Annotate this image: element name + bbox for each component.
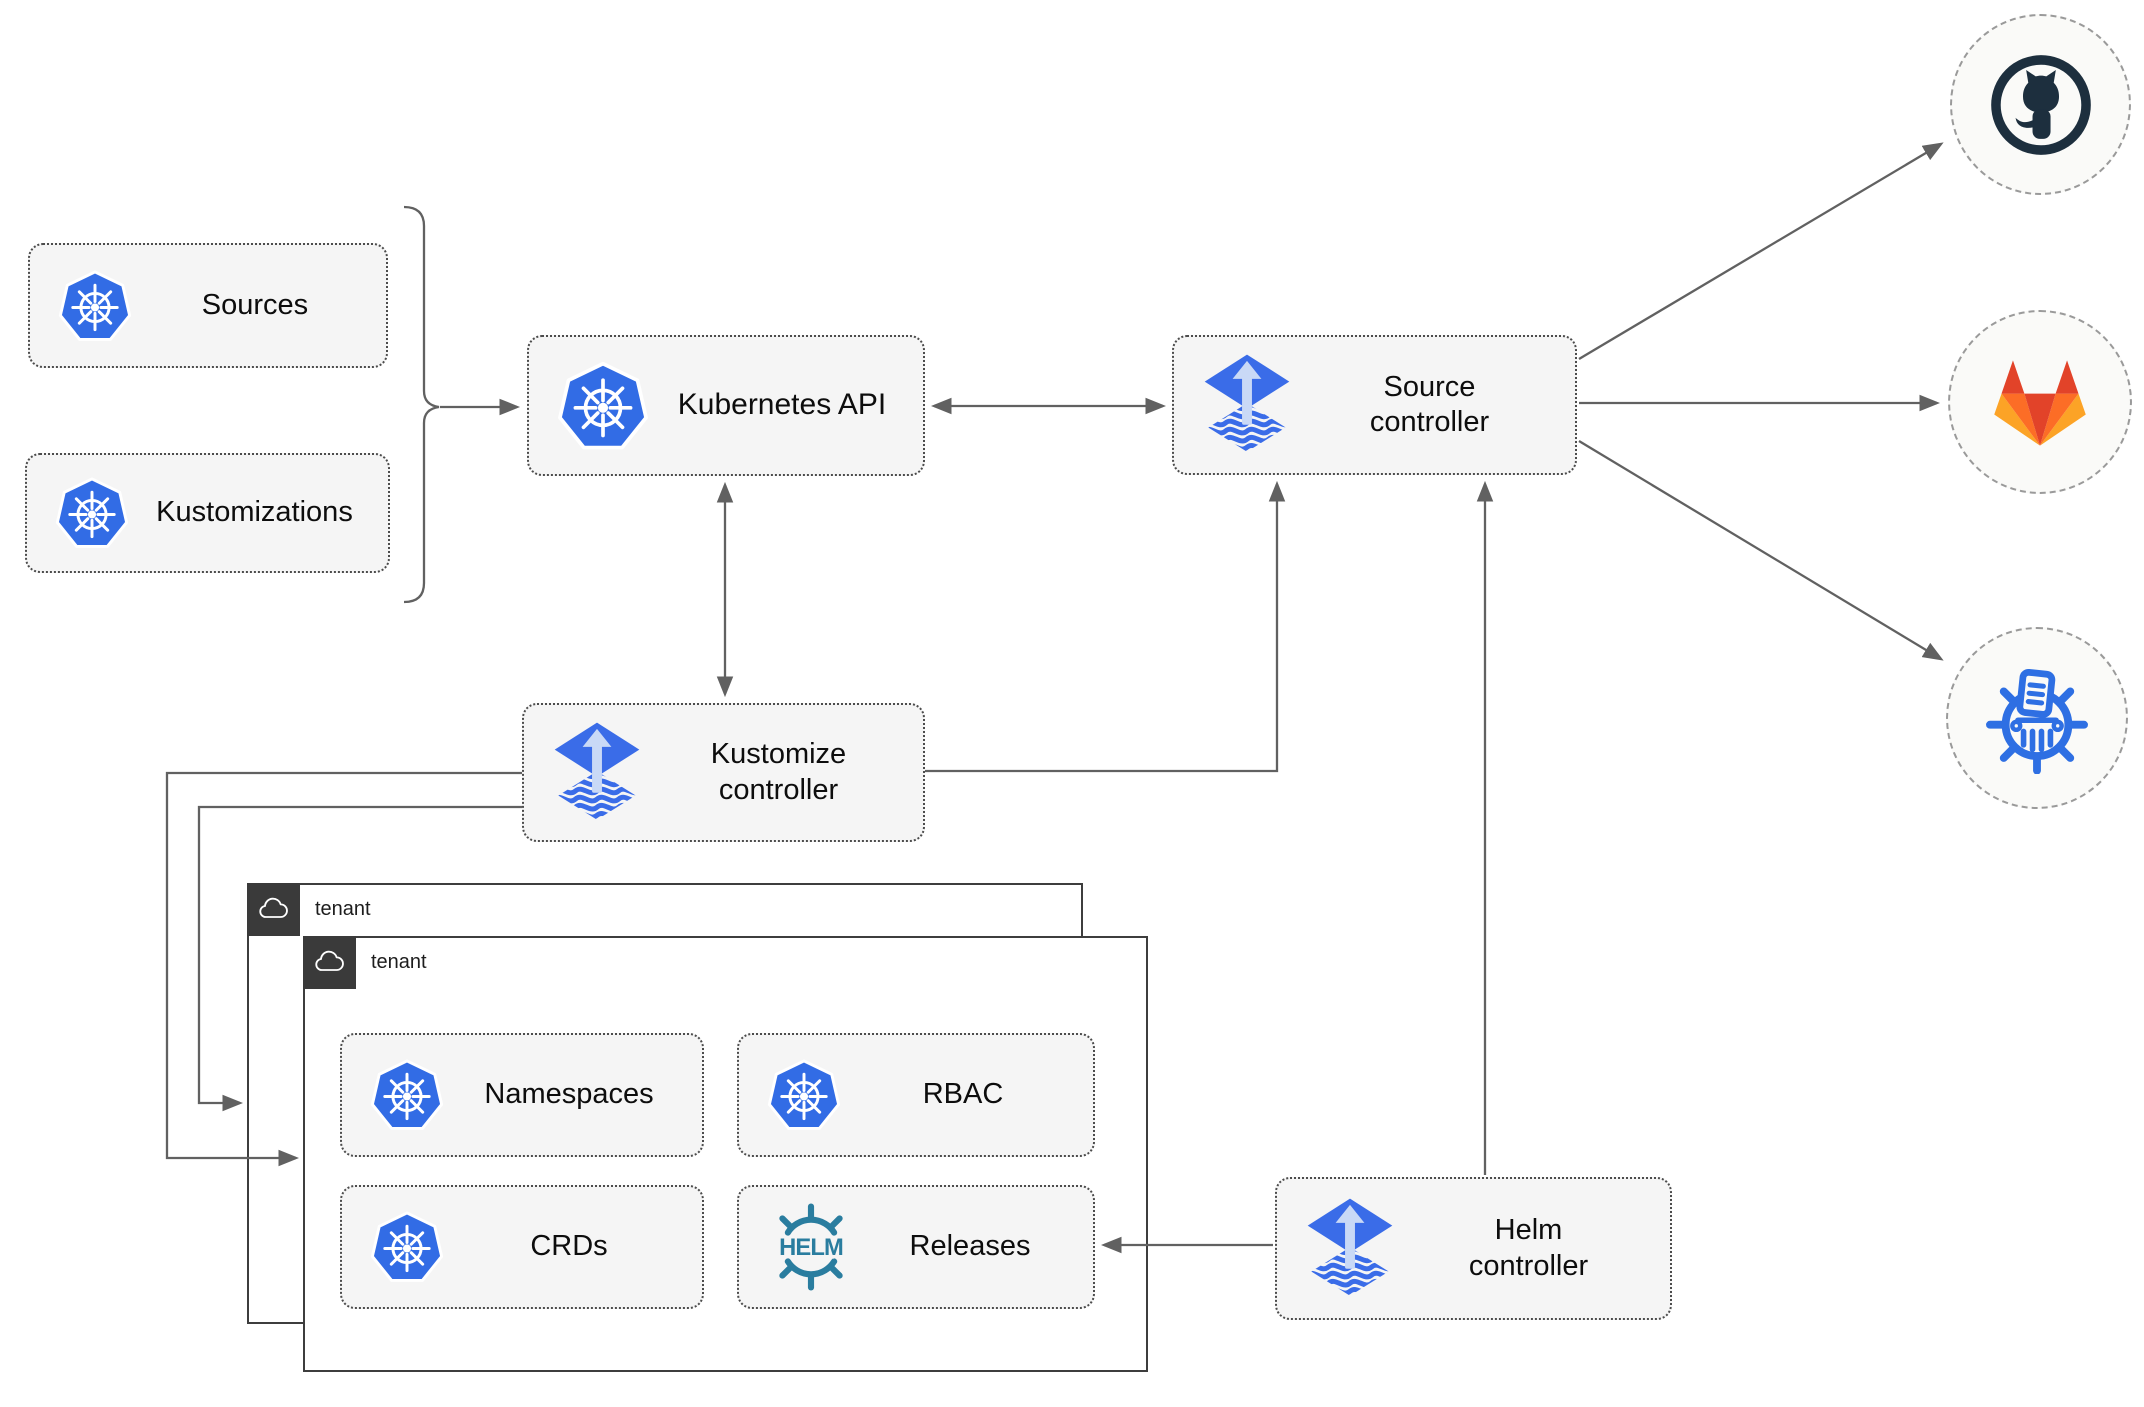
brace-sources-kustomizations [403,205,440,604]
node-label: CRDs [530,1230,608,1263]
node-kubernetes-api: Kubernetes API [527,335,925,476]
node-namespaces: Namespaces [340,1033,704,1157]
helm-icon: HELM [767,1203,855,1291]
cloud-glyph [315,950,344,971]
node-helm-controller: Helm controller [1275,1177,1672,1320]
kubernetes-icon [55,476,129,550]
node-label: Sources [201,288,309,321]
node-releases: HELM Releases [737,1185,1095,1309]
kubernetes-icon [767,1058,841,1132]
tenant-label: tenant [315,898,371,920]
cloud-icon [302,935,356,989]
helm-logo-text: HELM [779,1234,843,1261]
artifact-registry-icon [1981,662,2093,774]
flux-icon [552,722,642,824]
kubernetes-icon [557,360,649,452]
node-label: Kustomizations [156,496,353,529]
kubernetes-wheel-glyph [58,269,132,341]
node-kustomize-controller: Kustomize controller [522,703,925,842]
arrow-source-controller-to-registry [1578,440,1944,661]
node-crds: CRDs [340,1185,704,1309]
flux-glyph [554,722,640,820]
flux-glyph [1307,1198,1393,1296]
node-label: Namespaces [484,1078,654,1111]
node-kustomizations: Kustomizations [25,453,390,573]
gitlab-icon [1988,354,2092,450]
kubernetes-icon [370,1210,444,1284]
node-label: Releases [909,1230,1031,1263]
node-source-controller: Source controller [1172,335,1577,475]
node-label: Helm controller [1395,1213,1670,1284]
tenant-label: tenant [371,951,427,973]
flux-glyph [1204,354,1290,452]
arrow-kustomize-controller-to-source-controller [925,480,1286,773]
helm-wheel-glyph: HELM [777,1203,846,1291]
cloud-icon [246,882,300,936]
node-label-text: Source controller [1369,370,1490,438]
node-label: Kustomize controller [642,737,923,808]
kubernetes-wheel-glyph [558,361,648,449]
node-rbac: RBAC [737,1033,1095,1157]
github-octocat-glyph [1990,54,2091,155]
node-label: RBAC [922,1078,1004,1111]
kubernetes-wheel-glyph [370,1059,444,1130]
kubernetes-wheel-glyph [767,1059,841,1130]
flux-icon [1305,1198,1395,1300]
kubernetes-wheel-glyph [55,477,129,548]
node-label: Source controller [1292,370,1575,441]
github-icon [1988,52,2094,158]
node-label-text: Kustomize controller [710,738,847,806]
arrow-source-controller-to-github [1578,142,1944,360]
kubernetes-icon [370,1058,444,1132]
artifact-registry-glyph [1986,668,2088,774]
node-label: Kubernetes API [677,388,887,422]
node-sources: Sources [28,243,388,368]
endpoint-github [1950,14,2131,195]
flux-icon [1202,354,1292,456]
node-label-text: Helm controller [1468,1214,1589,1282]
kubernetes-icon [58,269,132,343]
endpoint-gitlab [1948,310,2132,494]
cloud-glyph [259,897,288,918]
gitlab-tanuki-glyph [1994,360,2086,446]
kubernetes-wheel-glyph [370,1211,444,1282]
endpoint-registry [1946,627,2128,809]
